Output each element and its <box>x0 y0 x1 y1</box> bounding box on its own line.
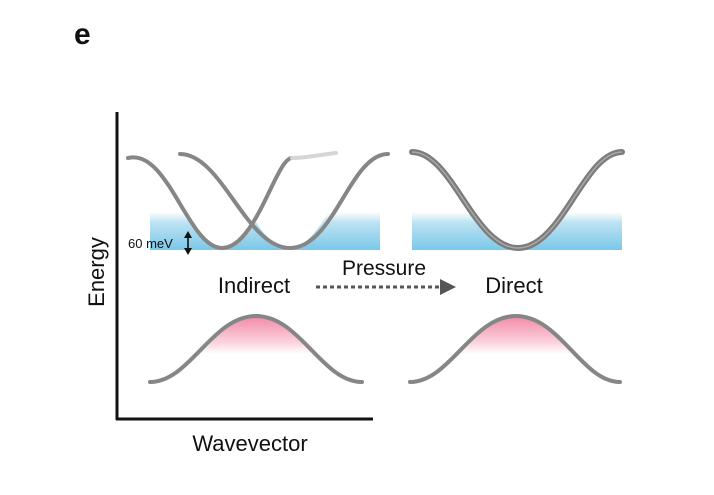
conduction-band-valley-1 <box>126 155 294 251</box>
conduction-band-valley-1-faded <box>290 151 338 160</box>
conduction-band-fill-indirect <box>150 212 380 250</box>
conduction-band-valley-2 <box>178 152 390 251</box>
valence-band-indirect <box>148 313 364 384</box>
double-arrow-vertical-icon <box>184 231 192 255</box>
direct-state-label: Direct <box>485 273 542 298</box>
conduction-band-direct-inner <box>411 151 623 249</box>
valence-band-direct <box>408 313 622 384</box>
indirect-state-label: Indirect <box>218 273 290 298</box>
dotted-arrow-right-icon <box>316 279 456 295</box>
pressure-label: Pressure <box>342 257 426 280</box>
panel-letter: e <box>74 18 91 51</box>
x-axis-label: Wavevector <box>192 431 307 456</box>
y-axis-label: Energy <box>84 237 109 307</box>
energy-offset-label: 60 meV <box>128 236 173 251</box>
